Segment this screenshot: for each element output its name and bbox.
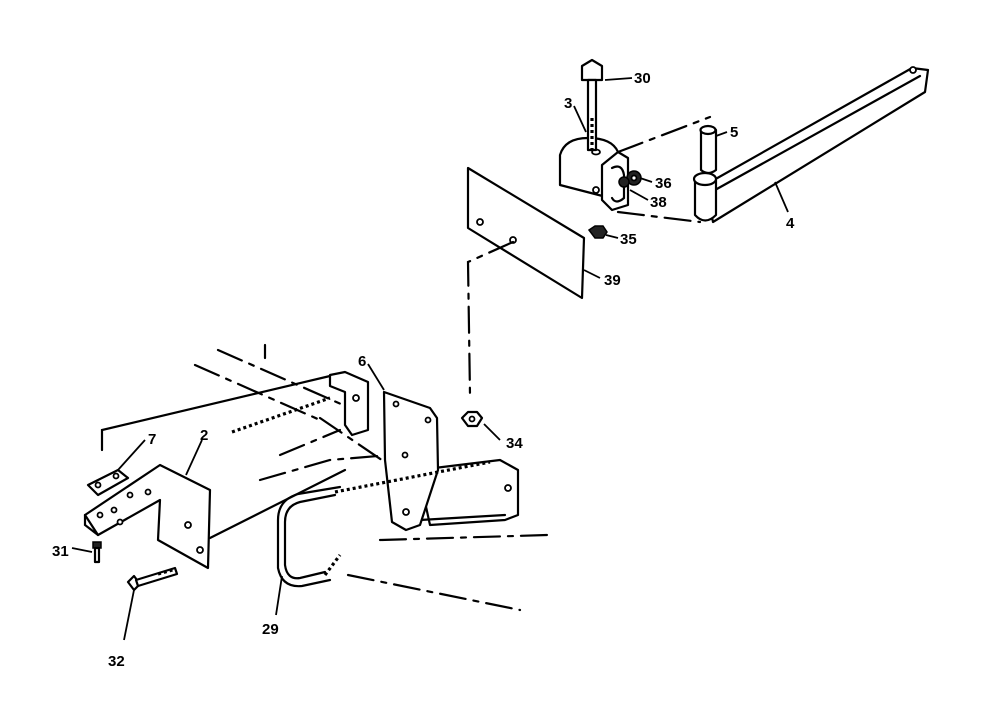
thread-lower xyxy=(334,460,491,494)
plate-part-39 xyxy=(466,166,586,300)
callout-4: 4 xyxy=(786,215,795,232)
callout-35: 35 xyxy=(620,231,637,248)
upper-channel xyxy=(100,370,370,540)
callout-3: 3 xyxy=(564,95,572,112)
pin-part-5 xyxy=(699,124,718,175)
link-part-7 xyxy=(86,468,130,497)
callout-30: 30 xyxy=(634,70,651,87)
callout-32: 32 xyxy=(108,653,125,670)
alignment-line-arm-top xyxy=(616,115,712,154)
alignment-line-plate xyxy=(466,240,515,397)
bracket-part-2 xyxy=(83,463,212,570)
bracket-part-3 xyxy=(558,136,630,212)
frame-tube-mid-2 xyxy=(278,428,342,457)
plate-part-6 xyxy=(382,390,440,532)
nut-part-35 xyxy=(587,225,608,239)
frame-tube-lower-2 xyxy=(378,533,550,542)
lower-channel xyxy=(416,458,520,527)
frame-tube-lower xyxy=(346,573,522,612)
callout-29: 29 xyxy=(262,621,279,638)
bolt-part-32 xyxy=(126,566,179,592)
frame-tube-upper-2 xyxy=(216,348,352,410)
callout-34: 34 xyxy=(506,435,523,452)
leader-lines xyxy=(71,77,789,641)
callout-6: 6 xyxy=(358,353,366,370)
callout-38: 38 xyxy=(650,194,667,211)
alignment-line-arm-bottom xyxy=(616,210,702,224)
callout-5: 5 xyxy=(730,124,738,141)
ubolt-part-29 xyxy=(276,485,342,588)
callout-36: 36 xyxy=(655,175,672,192)
washer-part-38 xyxy=(618,176,630,188)
thread-upper xyxy=(231,396,331,434)
callout-31: 31 xyxy=(52,543,69,560)
nut-part-34 xyxy=(460,410,484,428)
callouts: 30 3 5 36 38 35 39 4 6 34 7 2 31 32 29 xyxy=(52,70,795,670)
arm-part-4 xyxy=(692,66,930,224)
callout-39: 39 xyxy=(604,272,621,289)
callout-2: 2 xyxy=(200,427,208,444)
screw-part-31 xyxy=(92,541,102,564)
callout-7: 7 xyxy=(148,431,156,448)
bolt-part-30 xyxy=(580,58,604,152)
frame-tube-mid xyxy=(258,453,392,482)
